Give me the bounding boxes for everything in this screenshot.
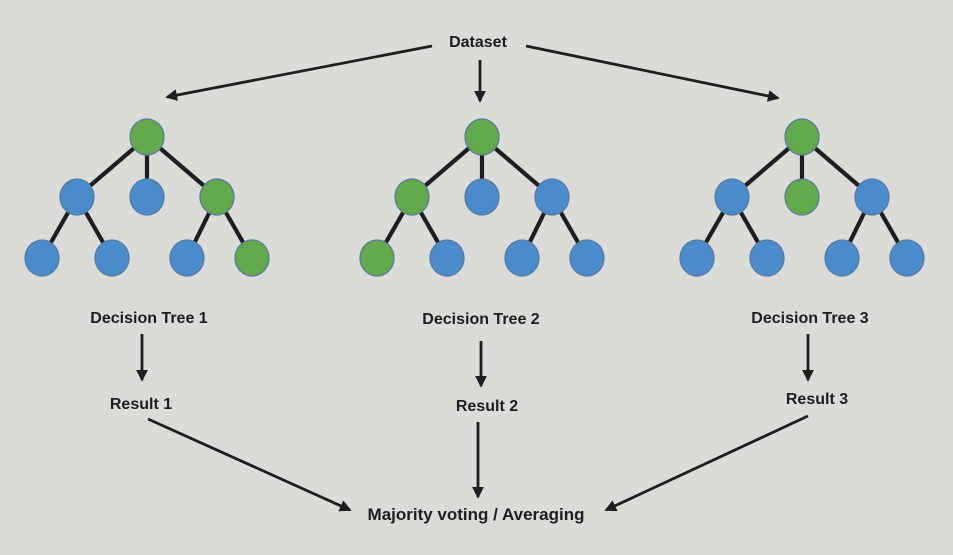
tree-node-green	[199, 178, 235, 216]
tree-node-green	[234, 239, 270, 277]
dataset-label: Dataset	[449, 34, 507, 51]
aggregation-label: Majority voting / Averaging	[368, 505, 585, 524]
tree-node-blue	[59, 178, 95, 216]
arrow-dataset-to-tree-3	[525, 44, 780, 102]
tree-node-green	[464, 118, 500, 156]
result-2-label: Result 2	[456, 398, 518, 415]
arrow-dataset-to-tree-1	[165, 44, 433, 101]
flow-arrows	[136, 44, 814, 512]
tree-node-blue	[464, 178, 500, 216]
tree-node-blue	[569, 239, 605, 277]
arrow-result-3-to-aggregation	[604, 414, 809, 512]
tree-node-green	[129, 118, 165, 156]
tree-node-blue	[824, 239, 860, 277]
decision-tree-3-label: Decision Tree 3	[751, 310, 868, 327]
tree-node-blue	[679, 239, 715, 277]
tree-node-blue	[129, 178, 165, 216]
tree-node-blue	[749, 239, 785, 277]
tree-node-blue	[24, 239, 60, 277]
result-1-label: Result 1	[110, 396, 172, 413]
tree-node-blue	[94, 239, 130, 277]
tree-node-blue	[534, 178, 570, 216]
decision-trees	[24, 118, 925, 277]
tree-node-green	[394, 178, 430, 216]
tree-node-blue	[854, 178, 890, 216]
tree-node-green	[784, 118, 820, 156]
decision-tree-2-label: Decision Tree 2	[422, 311, 539, 328]
decision-tree-1-label: Decision Tree 1	[90, 310, 207, 327]
decision-tree-2-graph	[359, 118, 605, 277]
decision-tree-3-graph	[679, 118, 925, 277]
tree-node-blue	[504, 239, 540, 277]
tree-node-green	[784, 178, 820, 216]
tree-node-green	[359, 239, 395, 277]
result-3-label: Result 3	[786, 391, 848, 408]
tree-node-blue	[429, 239, 465, 277]
tree-node-blue	[714, 178, 750, 216]
decision-tree-1-graph	[24, 118, 270, 277]
arrow-result-1-to-aggregation	[147, 417, 352, 512]
tree-node-blue	[169, 239, 205, 277]
tree-node-blue	[889, 239, 925, 277]
